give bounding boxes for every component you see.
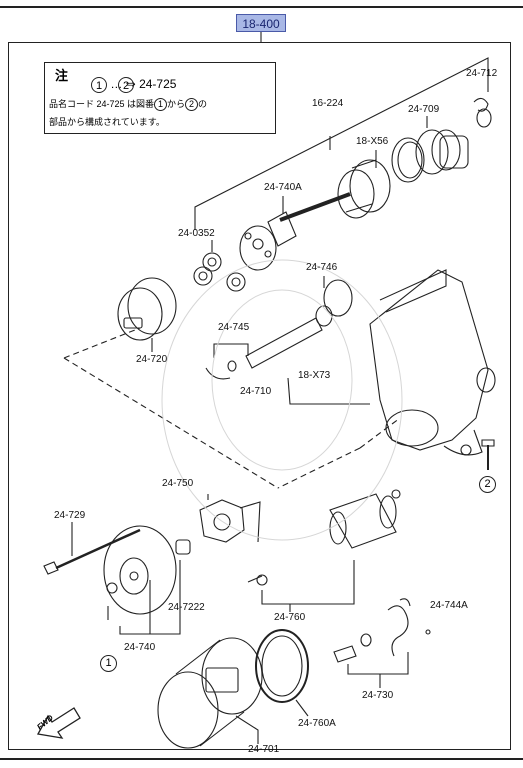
note-text-b: から (167, 99, 186, 109)
note-text-d: 部品から構成されています。 (49, 117, 165, 127)
label-24-712[interactable]: 24-712 (466, 68, 498, 79)
note-circle-1: 1 (154, 98, 168, 112)
label-24-709[interactable]: 24-709 (408, 104, 440, 115)
reference-tag[interactable]: 18-400 (236, 14, 286, 32)
note-circle-2-formula: 2 (118, 77, 134, 93)
label-24-740a[interactable]: 24-740A (264, 182, 302, 193)
label-24-745[interactable]: 24-745 (218, 322, 250, 333)
label-24-701[interactable]: 24-701 (248, 744, 280, 755)
note-text-a: 品名コード 24-725 は図番 (49, 99, 155, 109)
label-16-224[interactable]: 16-224 (312, 98, 344, 109)
callout-1[interactable]: 1 (100, 655, 117, 672)
label-24-729[interactable]: 24-729 (54, 510, 86, 521)
fwd-arrow-icon (36, 707, 81, 739)
label-24-710[interactable]: 24-710 (240, 386, 272, 397)
label-24-760[interactable]: 24-760 (274, 612, 306, 623)
label-24-730[interactable]: 24-730 (362, 690, 394, 701)
label-24-0352[interactable]: 24-0352 (178, 228, 215, 239)
label-18-x73[interactable]: 18-X73 (298, 370, 331, 381)
label-24-740[interactable]: 24-740 (124, 642, 156, 653)
label-24-750[interactable]: 24-750 (162, 478, 194, 489)
note-circle-2: 2 (185, 98, 199, 112)
label-24-744a[interactable]: 24-744A (430, 600, 468, 611)
label-24-7222[interactable]: 24-7222 (168, 602, 205, 613)
note-heading: 注 (55, 68, 69, 83)
label-24-746[interactable]: 24-746 (306, 262, 338, 273)
diagram-frame (8, 42, 511, 750)
note-text-c: の (198, 99, 208, 109)
label-18-x56[interactable]: 18-X56 (356, 136, 389, 147)
callout-2[interactable]: 2 (479, 476, 496, 493)
top-rule (0, 6, 523, 8)
label-24-760a[interactable]: 24-760A (298, 718, 336, 729)
circle-1: 1 (91, 77, 107, 93)
label-24-720[interactable]: 24-720 (136, 354, 168, 365)
bottom-rule (0, 758, 523, 760)
